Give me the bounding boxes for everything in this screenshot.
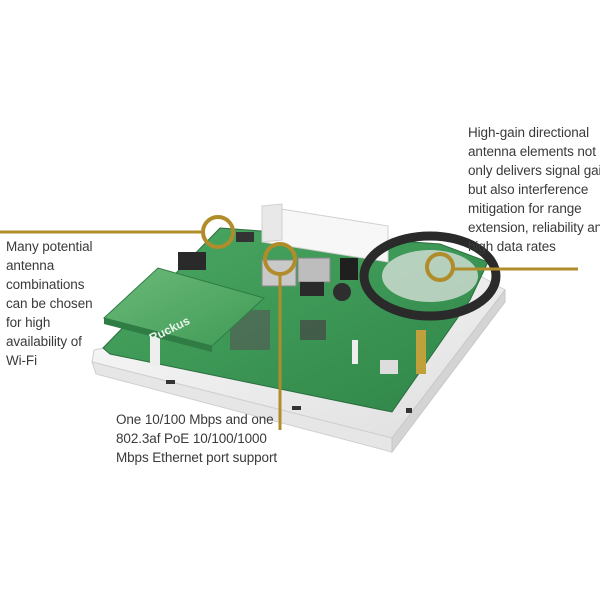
callout-text-left: Many potential antenna combinations can … bbox=[6, 239, 93, 368]
callout-text-bottom: One 10/100 Mbps and one 802.3af PoE 10/1… bbox=[116, 412, 277, 465]
antenna-bracket bbox=[261, 203, 389, 263]
callout-text-right: High-gain directional antenna elements n… bbox=[468, 125, 600, 254]
callout-circle-right bbox=[425, 252, 455, 282]
daughter-board: Ruckus bbox=[102, 267, 265, 352]
